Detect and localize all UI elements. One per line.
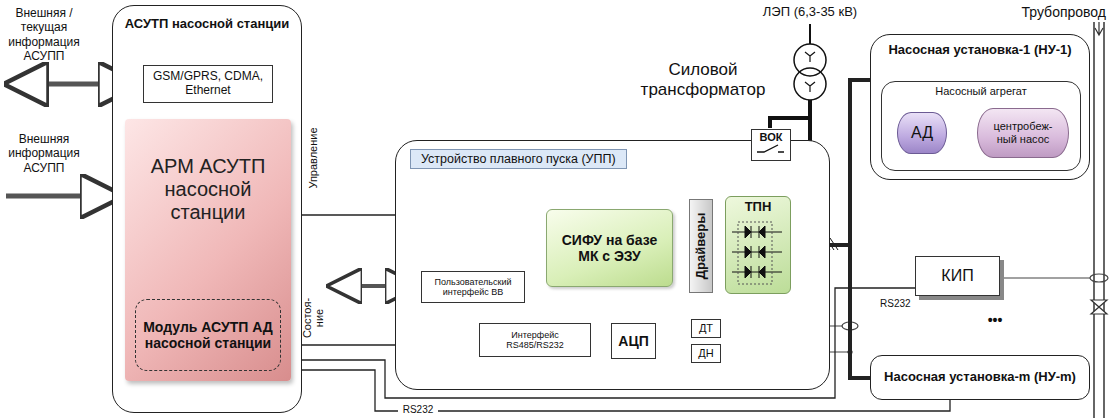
node-text: ДТ <box>699 322 713 335</box>
bypass-switch <box>757 145 784 152</box>
node-text: Пользовательский интерфейс ВВ <box>425 277 521 298</box>
text-label: Силовой трансформатор <box>628 60 778 101</box>
node-text: GSM/GPRS, CDMA, Ethernet <box>147 70 269 98</box>
node-text: СИФУ на базе МК с ЭЗУ <box>550 232 669 264</box>
wye-symbol <box>805 52 815 62</box>
transformer-winding <box>794 44 826 76</box>
node-text: Модуль АСУТП АД насосной станции <box>139 319 277 351</box>
text-label: ЛЭП (6,3-35 кВ) <box>735 4 885 20</box>
interface-box: Пользовательский интерфейс ВВ <box>421 271 525 303</box>
text-label: Трубопровод <box>1010 4 1106 21</box>
bypass-box: ВОК <box>751 129 791 161</box>
motor-cylinder: АД <box>897 112 947 154</box>
node-text: центробеж- ный насос <box>986 120 1060 145</box>
node-text: АРМ АСУТП насосной станции <box>128 155 288 224</box>
signal-label: Состоя- ние <box>301 295 325 341</box>
workstation-box: АРМ АСУТП насосной станцииМодуль АСУТП А… <box>125 119 291 381</box>
system-boundary: АСУТП насосной станцииGSM/GPRS, CDMA, Et… <box>112 5 302 413</box>
power-line <box>809 24 811 44</box>
node-text: КИП <box>941 267 973 285</box>
wye-symbol <box>805 82 815 92</box>
pump-unit: Насосная установка-m (НУ-m) <box>870 355 1090 400</box>
instrument-box: КИП <box>915 256 1000 296</box>
module-box: Модуль АСУТП АД насосной станции <box>135 299 281 371</box>
adc-box: АЦП <box>611 323 656 359</box>
node-text: Устройство плавного пуска (УПП) <box>410 149 627 169</box>
text-label: ••• <box>975 312 1015 329</box>
node-text: Насосная установка-m (НУ-m) <box>884 370 1076 385</box>
power-line <box>770 100 810 128</box>
text-label: RS232 <box>880 298 920 310</box>
signal-label: Управление <box>307 113 319 203</box>
flow-arrow <box>1095 22 1103 35</box>
text-label: RS232 <box>398 404 438 416</box>
sensor-line <box>1000 277 1090 278</box>
node-text: ДН <box>698 347 713 360</box>
thyristor-box: ТПН <box>725 196 791 294</box>
node-text: Насосная установка-1 (НУ-1) <box>888 38 1071 58</box>
node-text: АЦП <box>618 333 648 349</box>
external-arrow <box>6 194 120 199</box>
node-text: Интерфейс RS485/RS232 <box>483 330 587 351</box>
node-text: ТПН <box>745 200 772 215</box>
pipe-wall <box>1093 22 1095 418</box>
comm-box: GSM/GPRS, CDMA, Ethernet <box>143 65 273 103</box>
transformer-winding <box>794 68 826 100</box>
pipe-wall <box>1103 22 1105 418</box>
flow-sensor <box>1090 274 1108 282</box>
sensor-box: ДТ <box>691 319 721 338</box>
pump-unit: Насосная установка-1 (НУ-1) Насосный агре… <box>870 34 1090 180</box>
pump-aggregate: Насосный агрегатАД центробеж- ный насос <box>881 81 1081 171</box>
thyristor-symbols <box>732 222 782 284</box>
node-text: АСУТП насосной станции <box>125 9 290 32</box>
node-text: АД <box>911 124 933 142</box>
text-label: Внешняя информация АСУПП <box>2 132 86 175</box>
pump-cylinder: центробеж- ный насос <box>977 108 1069 158</box>
controller-box: СИФУ на базе МК с ЭЗУ <box>546 209 673 287</box>
node-text: Драйверы <box>694 213 709 280</box>
driver-box: Драйверы <box>689 199 713 293</box>
sensor-box: ДН <box>691 344 721 363</box>
interface-box: Интерфейс RS485/RS232 <box>479 323 591 357</box>
text-label: Внешняя / текущая информация АСУПП <box>2 6 86 64</box>
softstarter-region: Устройство плавного пуска (УПП) СИФУ на б… <box>395 140 830 390</box>
valve-symbol <box>1091 300 1107 314</box>
node-text: Насосный агрегат <box>935 85 1027 98</box>
node-text: ВОК <box>760 131 783 144</box>
